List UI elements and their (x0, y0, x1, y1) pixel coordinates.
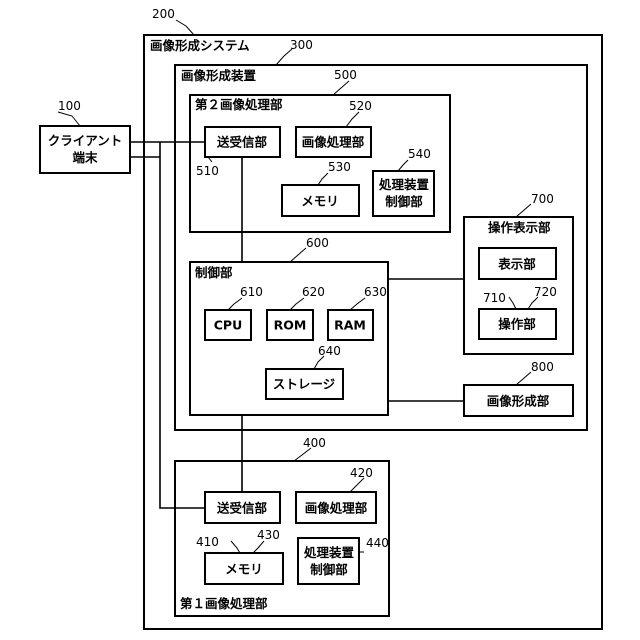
ref-operation-display: 700 (531, 192, 554, 206)
ref-proc2: 500 (334, 68, 357, 82)
proc2-transceiver-label: 送受信部 (216, 135, 268, 150)
proc2-memory-label: メモリ (301, 194, 339, 209)
system-label: 画像形成システム (150, 38, 250, 53)
proc2-controller-label-line1: 処理装置 (378, 177, 430, 192)
apparatus-label: 画像形成装置 (181, 68, 257, 83)
ref-control: 600 (306, 236, 329, 250)
ref-proc1-memory: 430 (257, 528, 280, 542)
ref-proc1-image-proc: 420 (350, 466, 373, 480)
ref-rom: 620 (302, 285, 325, 299)
ram-label: RAM (334, 318, 366, 333)
client-label-line2: 端末 (72, 150, 98, 165)
display-label: 表示部 (497, 257, 536, 272)
proc1-memory-label: メモリ (225, 562, 263, 577)
ref-proc2-image-proc: 520 (349, 99, 372, 113)
ref-ram: 630 (364, 285, 387, 299)
control-label: 制御部 (195, 265, 233, 280)
client-label-line1: クライアント (48, 133, 123, 148)
proc1-controller-label-line2: 制御部 (310, 562, 348, 577)
proc1-image-proc-label: 画像処理部 (305, 501, 368, 516)
ref-cpu: 610 (240, 285, 263, 299)
ref-image-forming: 800 (531, 360, 554, 374)
ref-proc2-memory: 530 (328, 160, 351, 174)
ref-proc1-controller: 440 (366, 536, 389, 550)
ref-apparatus: 300 (290, 38, 313, 52)
image-forming-label: 画像形成部 (487, 394, 550, 409)
ref-storage: 640 (318, 344, 341, 358)
rom-label: ROM (274, 318, 307, 333)
proc1-label: 第１画像処理部 (180, 596, 268, 611)
storage-label: ストレージ (273, 377, 336, 392)
proc1-controller-label-line1: 処理装置 (303, 545, 355, 560)
ref-proc2-transceiver: 510 (196, 164, 219, 178)
ref-client: 100 (58, 99, 81, 113)
proc2-label: 第２画像処理部 (195, 97, 283, 112)
ref-proc2-controller: 540 (408, 147, 431, 161)
proc1-transceiver-label: 送受信部 (216, 501, 268, 516)
proc2-controller-label-line2: 制御部 (385, 194, 423, 209)
ref-display: 710 (483, 291, 506, 305)
ref-operation: 720 (534, 285, 557, 299)
ref-system: 200 (152, 7, 175, 21)
ref-proc1: 400 (303, 436, 326, 450)
cpu-label: CPU (214, 318, 243, 333)
ref-proc1-transceiver: 410 (196, 535, 219, 549)
operation-label: 操作部 (498, 317, 536, 332)
proc2-image-proc-label: 画像処理部 (302, 135, 365, 150)
operation-display-label: 操作表示部 (488, 220, 551, 235)
